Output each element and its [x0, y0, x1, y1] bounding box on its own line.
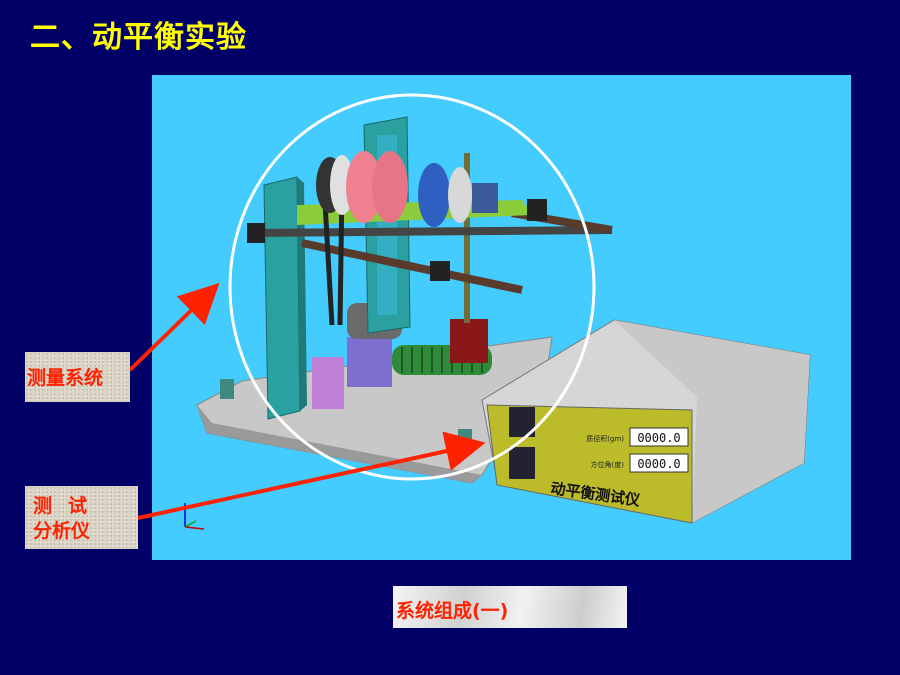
callout-analyzer-line1: 测试 [33, 495, 104, 517]
motor-mount [347, 337, 392, 387]
rotor-disk [418, 163, 450, 227]
highlight-circle [228, 93, 596, 481]
bearing-housing [472, 183, 498, 213]
rotor-disk [448, 167, 472, 223]
motor-bracket [312, 357, 344, 409]
rotor-disk [372, 151, 408, 223]
callout-analyzer-line2: 分析仪 [33, 520, 91, 542]
rotor-disk [346, 151, 382, 223]
upper-shaft [246, 226, 613, 237]
vertical-rod [464, 153, 470, 323]
readout-top-value: 0000.0 [637, 431, 680, 445]
support-block [450, 319, 488, 363]
panel-slot [509, 447, 535, 479]
slide-caption: 系统组成(一) [393, 586, 627, 628]
slide-title: 二、动平衡实验 [30, 20, 247, 55]
leveling-foot [220, 379, 234, 399]
readout-top [629, 427, 689, 447]
callout-measurement-system: 测量系统 [25, 352, 130, 402]
callout-analyzer: 测试 分析仪 [25, 486, 138, 549]
shaft-collar [247, 223, 265, 243]
callout-measurement-system-label: 测量系统 [27, 367, 104, 389]
machine-illustration: 质径积(gm) 方位角(度) 0000.0 0000.0 动平衡测试仪 [152, 75, 851, 560]
slide-caption-text: 系统组成(一) [396, 600, 509, 622]
arrow-analyzer [137, 431, 486, 520]
shaft-collar [430, 261, 450, 281]
shaft-collar [527, 199, 547, 221]
machine-diagram: 质径积(gm) 方位角(度) 0000.0 0000.0 动平衡测试仪 [152, 75, 851, 560]
readout-bottom-label: 方位角(度) [591, 460, 625, 469]
readout-bottom [629, 453, 689, 473]
base-plate-edge [197, 405, 482, 483]
arrow-measurement-system [128, 282, 220, 372]
readout-top-label: 质径积(gm) [586, 434, 624, 443]
readout-bottom-value: 0000.0 [637, 457, 680, 471]
